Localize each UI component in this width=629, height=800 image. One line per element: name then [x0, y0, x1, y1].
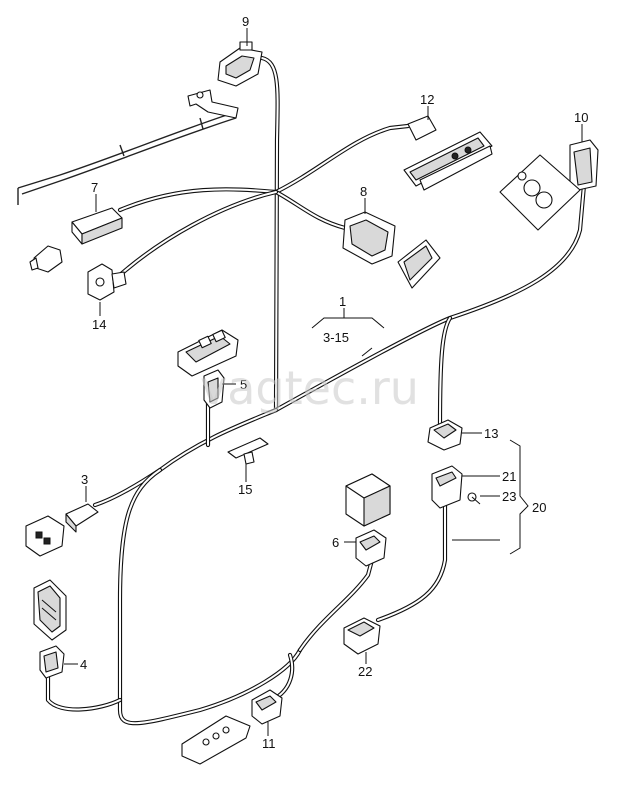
connector-14 [87, 263, 127, 301]
callout-1: 1 [339, 294, 346, 309]
connector-8 [342, 211, 396, 265]
callout-14: 14 [92, 317, 106, 332]
connector-21 [431, 465, 463, 509]
connector-9 [217, 41, 263, 87]
connector-11 [251, 689, 283, 725]
watermark: vagtec.ru [200, 361, 419, 415]
connector-6 [355, 529, 387, 567]
connector-5 [203, 369, 225, 409]
connector-22 [343, 617, 381, 655]
callout-1-range: 3-15 [323, 330, 349, 345]
callout-23: 23 [502, 489, 516, 504]
connector-7 [71, 207, 123, 245]
callout-5: 5 [240, 377, 247, 392]
connector-13 [427, 419, 463, 451]
callout-20: 20 [532, 500, 546, 515]
callout-labels: 9 12 10 7 8 1 3-15 14 5 13 15 21 23 20 3… [80, 14, 588, 751]
callout-10: 10 [574, 110, 588, 125]
callout-3: 3 [81, 472, 88, 487]
clip-15 [227, 437, 269, 465]
callout-12: 12 [420, 92, 434, 107]
callout-15: 15 [238, 482, 252, 497]
callout-8: 8 [360, 184, 367, 199]
switch-8b [397, 239, 441, 289]
leader-lines [64, 28, 583, 736]
switch-module-left [33, 579, 67, 641]
relay-box [345, 473, 391, 527]
connector-10 [569, 139, 599, 191]
callout-11: 11 [262, 736, 276, 751]
callout-9: 9 [242, 14, 249, 29]
switch-3b [25, 515, 65, 557]
mounting-plate [499, 154, 581, 231]
callout-6: 6 [332, 535, 339, 550]
screw-23 [467, 492, 481, 505]
callout-21: 21 [502, 469, 516, 484]
plug-left [29, 245, 63, 273]
connector-3 [65, 503, 99, 533]
plate-11b [181, 715, 251, 765]
clip-under-9 [187, 89, 239, 119]
callout-22: 22 [358, 664, 372, 679]
switch-block-12 [403, 115, 493, 191]
callout-13: 13 [484, 426, 498, 441]
connector-4 [39, 645, 65, 679]
callout-7: 7 [91, 180, 98, 195]
callout-4: 4 [80, 657, 87, 672]
thin-cable [17, 111, 237, 205]
window-switch-block [177, 329, 239, 377]
